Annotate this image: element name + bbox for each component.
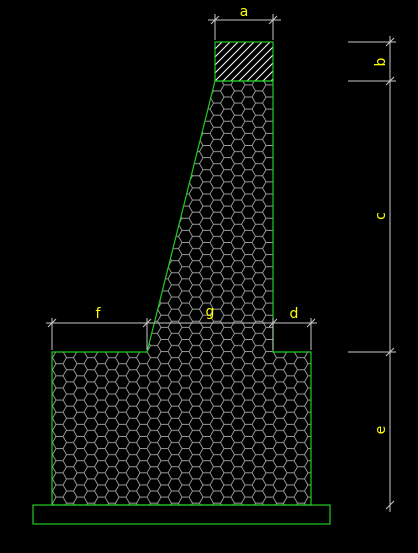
dimension-d [273, 318, 317, 350]
label-e: e [373, 426, 389, 435]
wall-cap [214, 41, 274, 82]
label-a: a [240, 4, 249, 20]
label-f: f [96, 306, 102, 322]
dimension-vertical [348, 36, 396, 512]
label-g: g [206, 304, 215, 320]
dimension-f [46, 318, 153, 350]
wall-body [51, 80, 312, 506]
label-d: d [290, 306, 299, 322]
label-c: c [373, 212, 389, 220]
footing-slab [32, 504, 331, 525]
label-b: b [373, 57, 389, 66]
dimension-a [208, 14, 281, 40]
